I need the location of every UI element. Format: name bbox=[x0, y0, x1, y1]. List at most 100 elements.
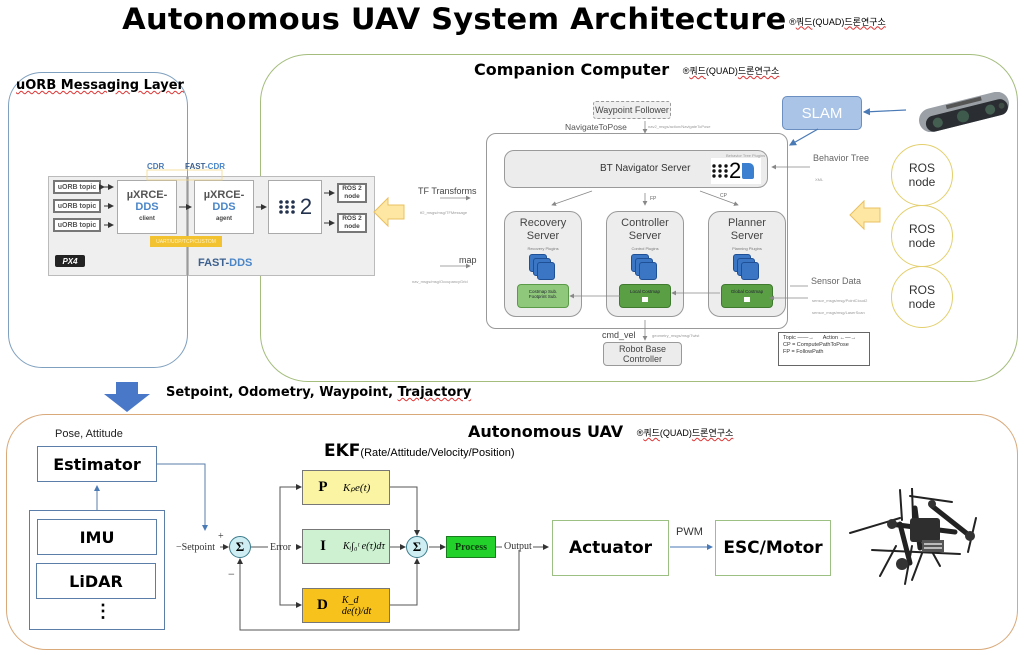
error-label: Error bbox=[268, 542, 294, 553]
ros-node-3-line1: ROS bbox=[908, 283, 935, 297]
fast-dds-label: FAST-DDS bbox=[198, 257, 252, 269]
page-title: Autonomous UAV System Architecture ®쿼드(Q… bbox=[0, 2, 1024, 36]
interface-text-wavy: Trajactory bbox=[397, 385, 472, 400]
interface-text-plain: Setpoint, Odometry, Waypoint, bbox=[166, 385, 398, 400]
behavior-tree-sub: XML bbox=[815, 177, 824, 182]
ekf-subtitle: (Rate/Attitude/Velocity/Position) bbox=[360, 447, 515, 459]
robot-base-line2: Controller bbox=[622, 354, 662, 364]
ros-node-1-line2: node bbox=[908, 175, 936, 189]
tf-transforms-label: TF Transforms bbox=[418, 186, 477, 196]
recovery-name-1: Recovery bbox=[519, 217, 567, 229]
ros-node-3-line2: node bbox=[908, 297, 936, 311]
ros2-logo-text: 2 bbox=[299, 194, 313, 219]
pid-links bbox=[220, 484, 549, 631]
px4-logo: PX4 bbox=[55, 255, 85, 267]
uorb-layer-title: uORB Messaging Layer bbox=[16, 78, 184, 93]
legend-topic: Topic bbox=[783, 335, 796, 341]
cmd-vel-label: cmd_vel bbox=[602, 330, 636, 340]
recovery-costmap-1: Costmap Sub. bbox=[528, 289, 558, 294]
uav-copyright-symbol: ® bbox=[636, 428, 644, 438]
sensor-topic-2: sensor_msgs/msg/LaserScan bbox=[812, 310, 865, 315]
ros-node-2-line1: ROS bbox=[908, 222, 935, 236]
xrce-dds-client: µXRCE-DDS client bbox=[117, 180, 177, 234]
companion-copyright-mid: (QUAD) bbox=[705, 66, 738, 76]
slam-box: SLAM bbox=[782, 96, 862, 130]
recovery-costmap-2: Footprint Sub. bbox=[528, 294, 558, 299]
ekf-title-text: EKF bbox=[324, 441, 361, 461]
summing-junction-2: Σ bbox=[406, 536, 428, 558]
uav-copyright-mid: (QUAD) bbox=[659, 428, 692, 438]
behavior-tree-label: Behavior Tree bbox=[813, 153, 870, 163]
autonomous-uav-title: Autonomous UAV ®쿼드(QUAD)드론연구소 bbox=[468, 422, 733, 441]
planner-costmap: Global Costmap bbox=[721, 284, 773, 308]
uorb-topic-3: uORB topic bbox=[53, 218, 101, 232]
uav-copyright: ®쿼드(QUAD)드론연구소 bbox=[637, 428, 734, 438]
xrce-agent-dds: DDS bbox=[212, 201, 236, 213]
recovery-plugins: Recovery Plugins bbox=[527, 246, 559, 251]
companion-copyright-korean: 쿼드 bbox=[689, 66, 706, 76]
sensors-more: ⋮ bbox=[94, 601, 112, 621]
camera-to-slam-arrow bbox=[862, 108, 907, 116]
fast-cdr-label: FAST-CDR bbox=[185, 162, 225, 171]
copyright-korean: 쿼드 bbox=[795, 16, 813, 27]
depth-camera-svg bbox=[919, 91, 1009, 133]
cp-label: CP bbox=[720, 193, 727, 199]
summing-junction-1: Σ bbox=[229, 536, 251, 558]
pid-p-block: P Kₚe(t) bbox=[302, 470, 390, 505]
legend-cp: CP = ComputePathToPose bbox=[783, 342, 849, 348]
controller-costmap-1: Local Costmap bbox=[629, 289, 660, 294]
pwm-label: PWM bbox=[676, 526, 703, 538]
xrce-client-title: µXRCE-DDS bbox=[118, 189, 176, 213]
uav-copyright-suffix: 드론연구소 bbox=[691, 428, 734, 438]
sensor-topic-1: sensor_msgs/msg/PointCloud2 bbox=[812, 298, 868, 303]
recovery-costmap: Costmap Sub.Footprint Sub. bbox=[517, 284, 569, 308]
uav-copyright-korean: 쿼드 bbox=[643, 428, 660, 438]
cmd-vel-topic: geometry_msgs/msg/Twist bbox=[652, 333, 700, 338]
controller-costmap-icon bbox=[642, 297, 648, 302]
recovery-plugin-stack-icon-3 bbox=[537, 262, 555, 280]
transport-label: UART/UDP/TCP/CUSTOM bbox=[150, 236, 222, 247]
fp-label: FP bbox=[650, 196, 657, 202]
cdr-bracket bbox=[146, 169, 223, 181]
pose-attitude-label: Pose, Attitude bbox=[55, 428, 123, 440]
companion-computer-title: Companion Computer ®쿼드(QUAD)드론연구소 bbox=[474, 60, 779, 79]
autonomous-uav-panel bbox=[6, 414, 1018, 650]
tf-topic: tf2_msgs/msg/TFMessage bbox=[420, 210, 468, 215]
map-topic: nav_msgs/msg/OccupancyGrid bbox=[412, 279, 468, 284]
controller-name-2: Server bbox=[628, 230, 662, 242]
estimator-links bbox=[94, 463, 208, 531]
companion-title-text: Companion Computer bbox=[474, 60, 670, 79]
navigate-to-pose-label: NavigateToPose bbox=[565, 122, 627, 132]
planner-plugin-stack-icon-3 bbox=[741, 262, 759, 280]
recovery-name-2: Server bbox=[526, 230, 560, 242]
controller-plugins: Control Plugins bbox=[631, 246, 659, 251]
ekf-title: EKF(Rate/Attitude/Velocity/Position) bbox=[324, 441, 514, 461]
bt-navigator-label: BT Navigator Server bbox=[600, 163, 691, 174]
xrce-dds-agent: µXRCE-DDS agent bbox=[194, 180, 254, 234]
pid-p-equation: Kₚe(t) bbox=[343, 482, 371, 494]
controller-costmap: Local Costmap bbox=[619, 284, 671, 308]
xrce-agent-prefix: µXRCE- bbox=[203, 189, 245, 201]
xrce-client-prefix: µXRCE- bbox=[126, 189, 168, 201]
drone-svg bbox=[849, 487, 977, 585]
bt-plugins-label: Behavior Tree Plugins bbox=[726, 153, 766, 158]
waypoint-follower-box: Waypoint Follower bbox=[593, 101, 671, 119]
uorb-title-text: uORB Messaging Layer bbox=[16, 78, 184, 93]
slam-to-nav-arrow bbox=[788, 128, 819, 146]
uorb-links bbox=[99, 184, 335, 228]
pid-i-block: I Kᵢ∫₀ᵗ e(τ)dτ bbox=[302, 529, 390, 564]
pid-i-equation: Kᵢ∫₀ᵗ e(τ)dτ bbox=[343, 541, 385, 552]
planner-costmap-1: Global Costmap bbox=[730, 289, 764, 294]
setpoint-text: Setpoint bbox=[181, 542, 215, 553]
pid-d-letter: D bbox=[316, 597, 328, 613]
pid-p-letter: P bbox=[318, 479, 328, 495]
nav2-links bbox=[440, 121, 810, 341]
pid-d-equation: K_d de(t)/dt bbox=[341, 594, 372, 617]
